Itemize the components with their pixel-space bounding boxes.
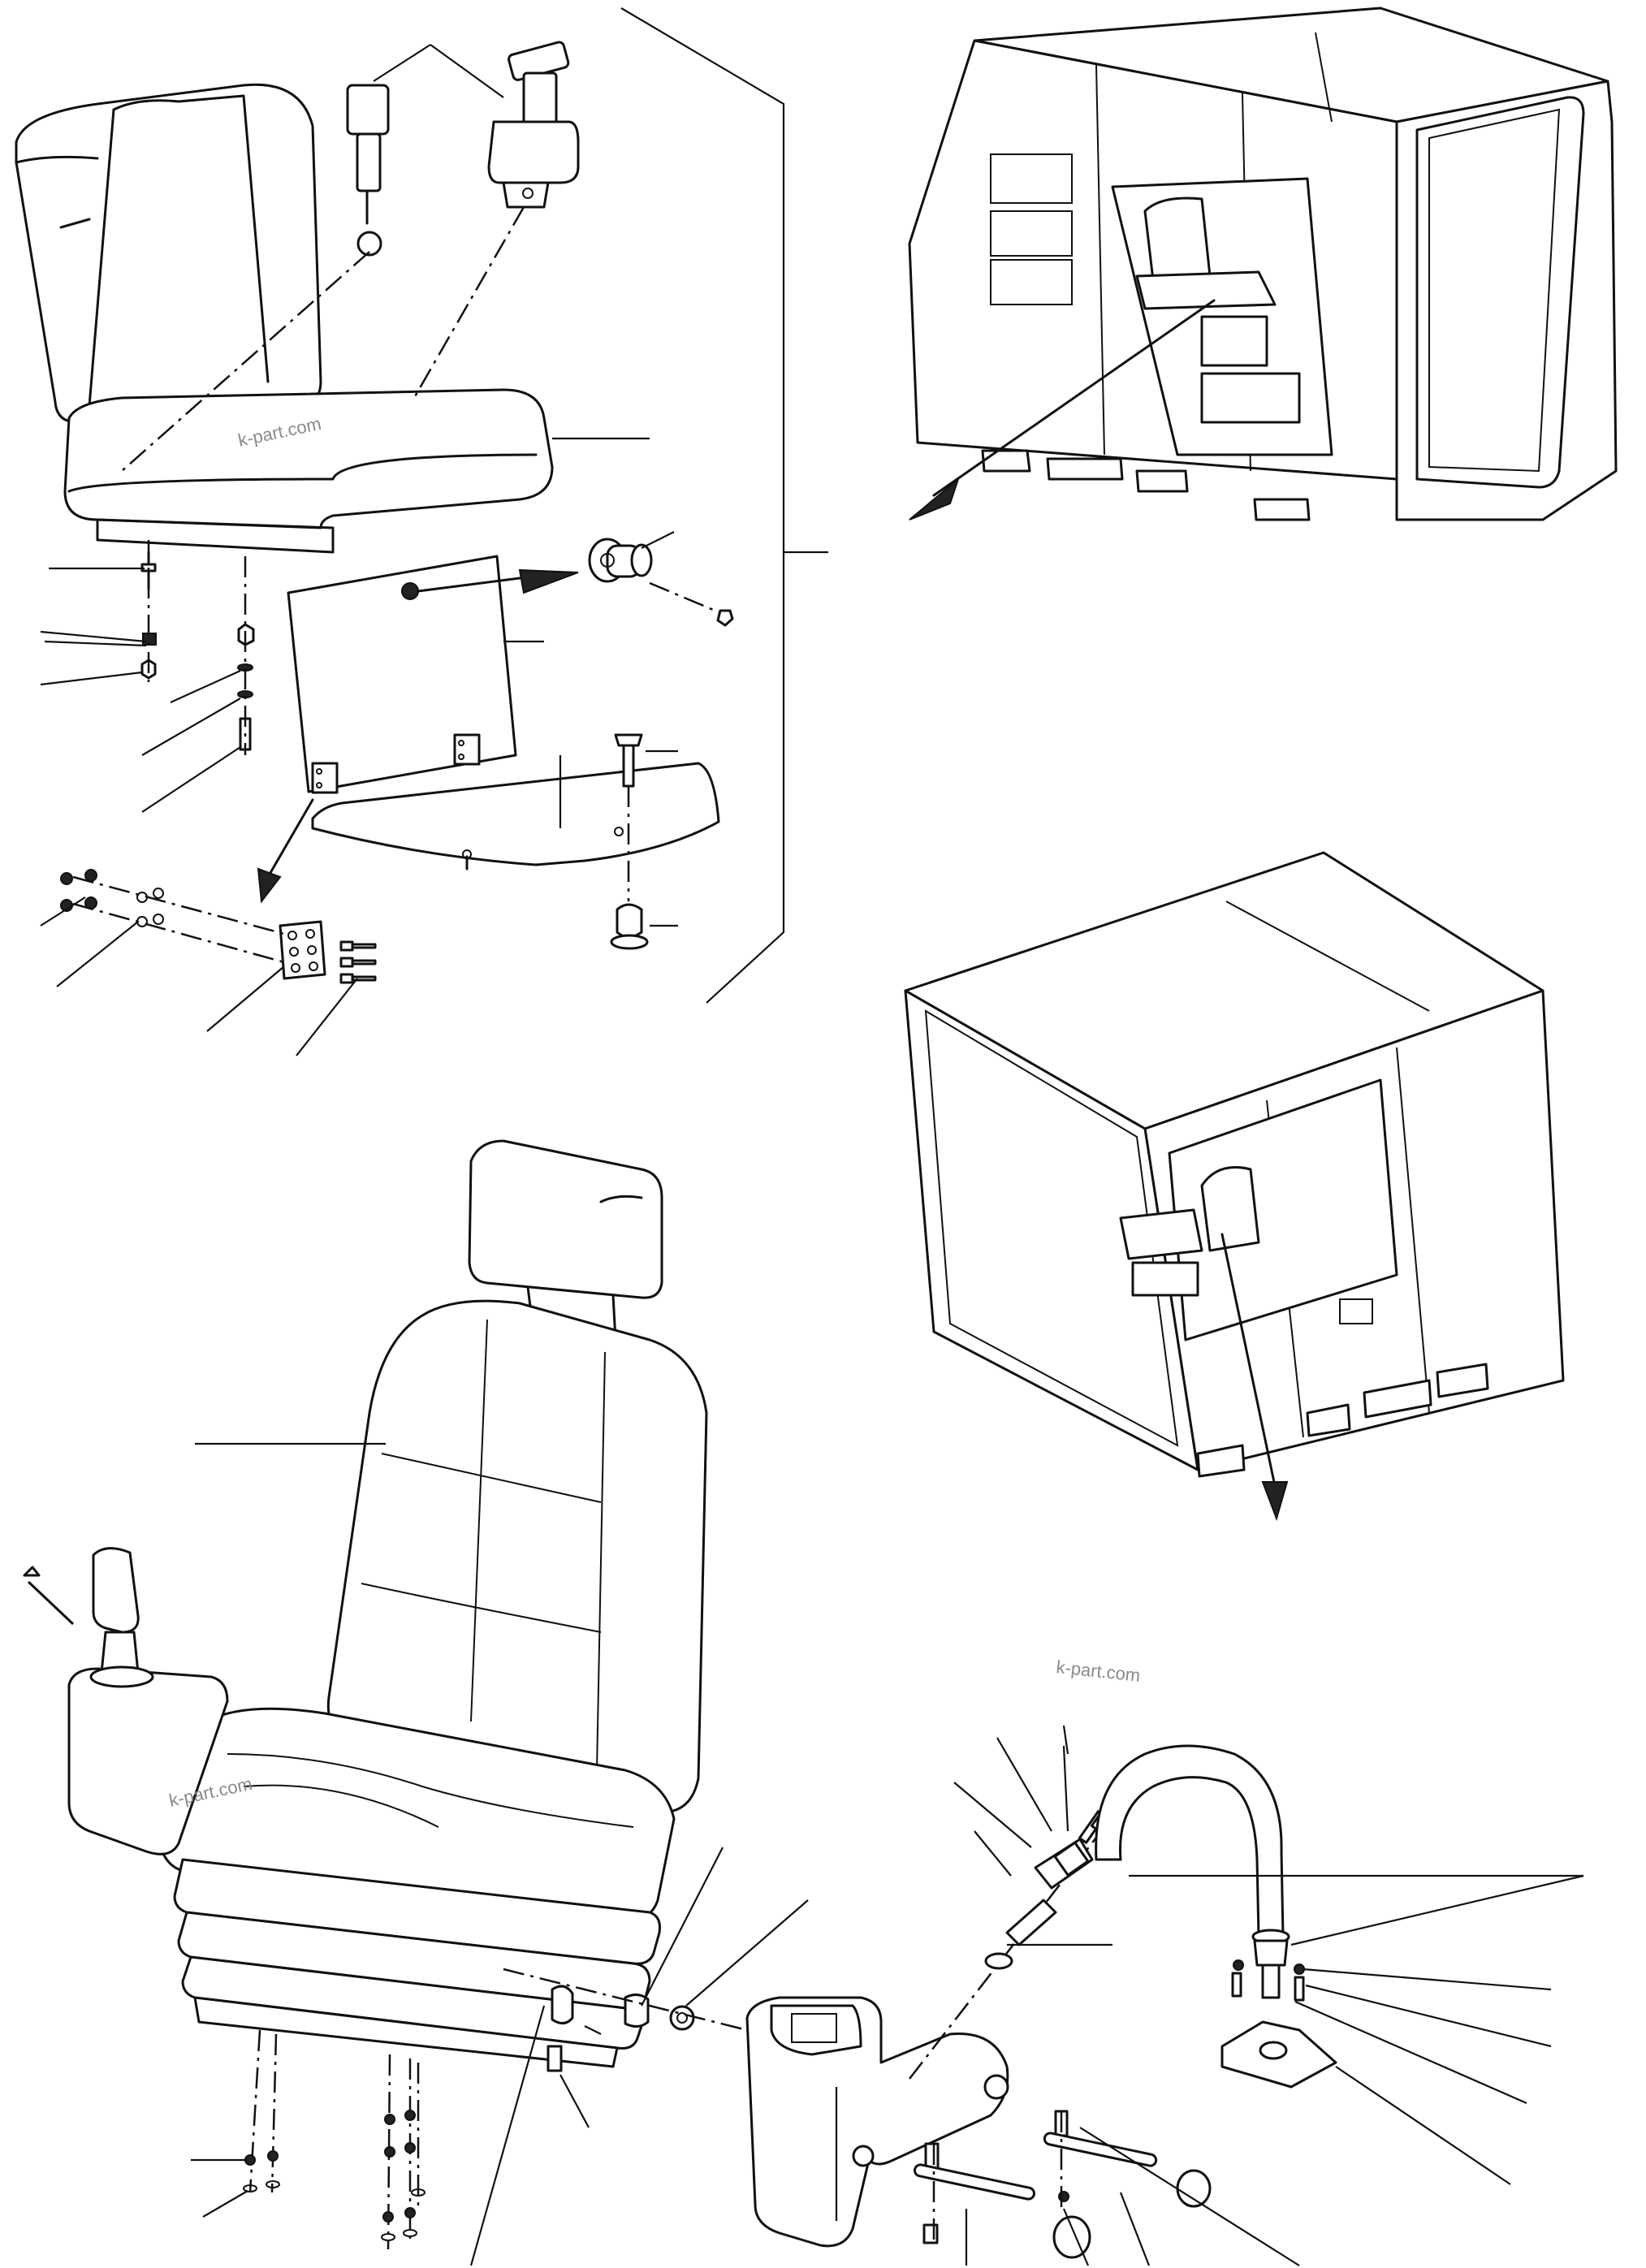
hinge-detail <box>60 869 377 984</box>
panel-hinge-right <box>453 733 481 766</box>
cab-view-top <box>908 6 1618 521</box>
seatbelt-buckle <box>346 84 390 257</box>
cab-door-opening-top <box>1415 96 1585 489</box>
base-fasteners <box>243 2029 426 2250</box>
console-detail-group <box>745 1737 1584 2266</box>
console-pins <box>913 2110 1212 2259</box>
suspension-seat-group: k-part.com <box>23 1139 809 2266</box>
hose-connector <box>1220 1929 1337 2089</box>
cab-view-middle: k-part.com <box>904 851 1565 1686</box>
arrow-cab-top <box>932 299 1216 497</box>
panel-knob <box>401 582 419 600</box>
arrow-to-hinge-detail <box>257 867 282 904</box>
lock-screw <box>716 609 734 627</box>
cab-windows-top <box>990 153 1073 305</box>
seatbelt-retractor <box>487 41 580 209</box>
seat-cushion <box>63 388 554 529</box>
stalk-fittings <box>984 1838 1094 1970</box>
mini-seat-middle <box>1119 1166 1260 1297</box>
suspension-seat-cushion <box>157 1707 676 1923</box>
access-panel <box>287 555 517 793</box>
panel-lock <box>588 538 653 583</box>
seat-headrest <box>468 1139 663 1299</box>
arrow-cab-middle <box>1220 1233 1277 1488</box>
leader-belt-a <box>373 44 431 82</box>
joystick-console <box>23 1547 229 1855</box>
cab-feet-top <box>981 449 1311 521</box>
plate-grommet <box>610 903 649 950</box>
cab-feet-middle <box>1196 1363 1489 1478</box>
arrow-to-lock <box>518 568 579 594</box>
leader-belt-b <box>430 44 504 98</box>
suspension-seat-backrest <box>326 1299 708 1814</box>
panel-hinge-left <box>311 762 339 794</box>
mechanical-seat-group: k-part.com <box>15 7 828 1056</box>
cable-hose <box>1095 1744 1285 1938</box>
seat-backrest <box>15 83 322 424</box>
seat-base-plate <box>311 762 720 866</box>
assembly-bracket <box>620 7 785 1004</box>
watermark-middle: k-part.com <box>1055 1657 1141 1686</box>
mini-seat-top <box>1135 197 1301 424</box>
suspension-bellows <box>173 1858 661 2068</box>
